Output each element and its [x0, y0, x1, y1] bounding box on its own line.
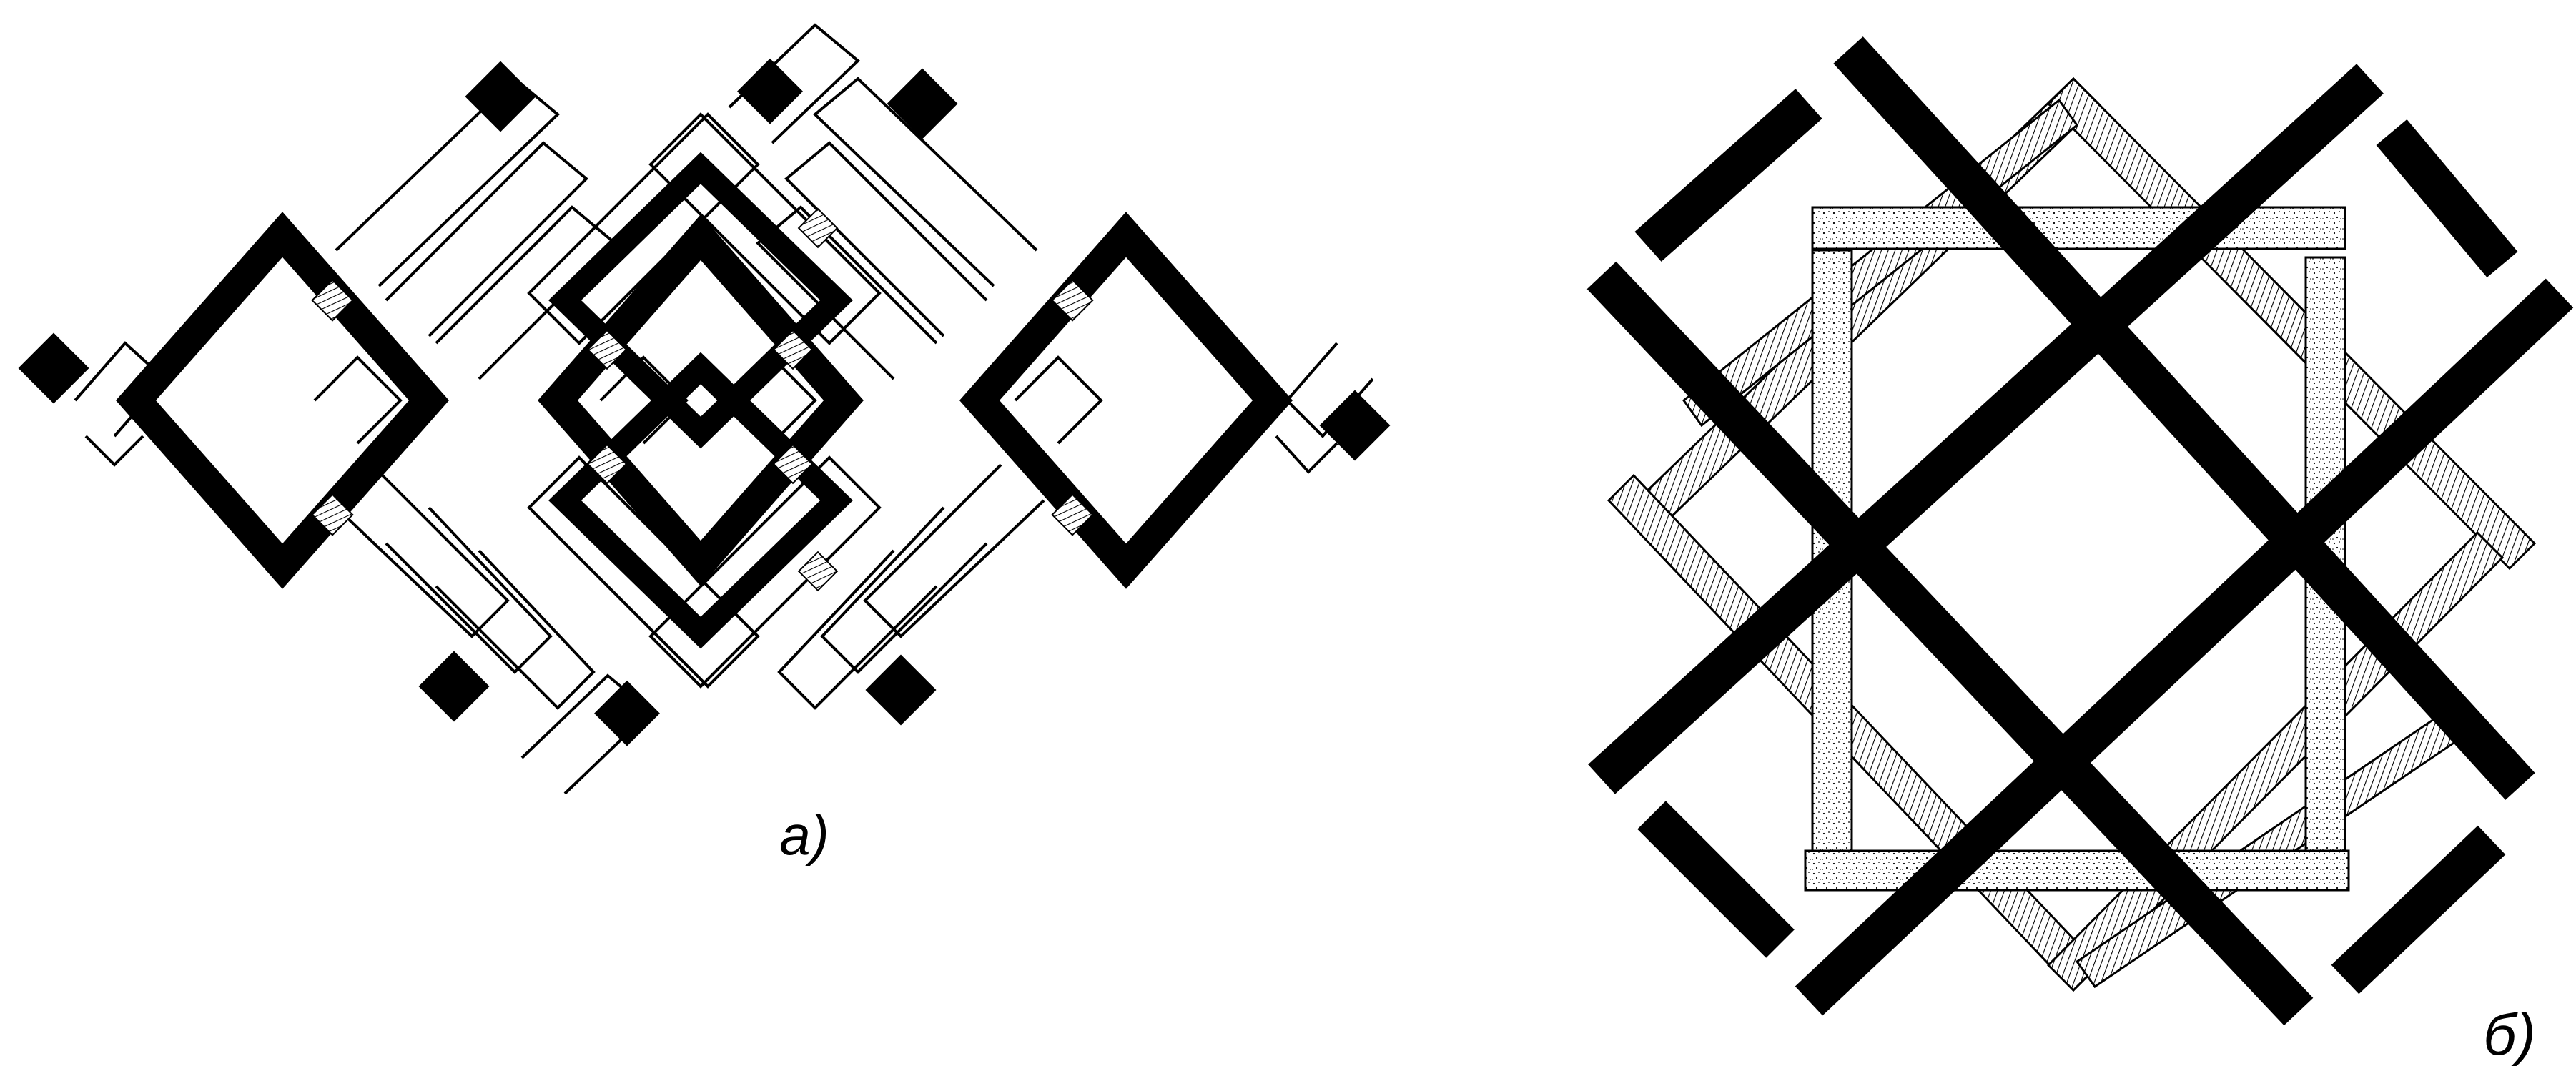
diamond-center-upper	[548, 152, 853, 449]
panel-a-hatched-crossings	[311, 207, 1094, 592]
panel-a-center-bands	[527, 112, 882, 689]
panel-b-black-bars	[1586, 36, 2574, 1026]
panel-a-ornament	[18, 23, 1391, 795]
panel-a-label: a)	[779, 804, 829, 867]
panel-b-corner-bars	[1634, 89, 2518, 995]
panel-b-ornament	[1586, 36, 2574, 1026]
diamond-left	[115, 212, 450, 589]
panel-b-dotted-frame	[1804, 206, 2350, 892]
diamond-right	[959, 212, 1293, 589]
panel-b-label: б)	[2483, 1002, 2535, 1066]
